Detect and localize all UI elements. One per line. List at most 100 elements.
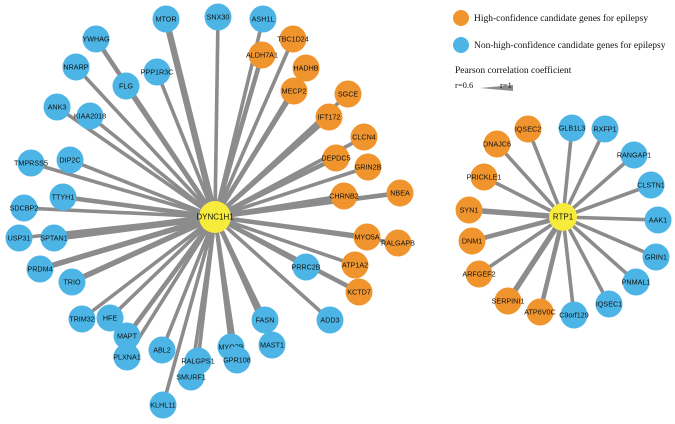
gene-node-klhl11: KLHL11: [149, 391, 177, 419]
gene-node-label: KLHL11: [150, 401, 175, 410]
gene-node-label: PNMAL1: [622, 278, 651, 287]
legend-non-label: Non-high-confidence candidate genes for …: [474, 40, 666, 51]
edge-dync1h1-mecp2: [213, 89, 296, 219]
gene-node-snx30: SNX30: [204, 3, 232, 31]
gene-node-chrnb2: CHRNB2: [329, 182, 359, 210]
edge-dync1h1-sptan1: [53, 213, 216, 242]
gene-node-ralgapb: RALGAPB: [381, 229, 415, 257]
gene-node-clstn1: CLSTN1: [637, 171, 665, 199]
gene-node-label: RANGAP1: [617, 151, 651, 160]
gene-node-label: SMURF1: [176, 373, 206, 382]
gene-node-aak1: AAK1: [644, 206, 672, 234]
gene-node-circle: [68, 305, 96, 333]
gene-node-circle: [82, 25, 110, 53]
edge-dync1h1-hfe: [108, 215, 217, 320]
gene-node-label: DIP2C: [59, 156, 80, 165]
edge-rtp1-dnajc6: [495, 142, 565, 219]
gene-node-label: CHRNB2: [329, 192, 359, 201]
gene-node-mecp2: MECP2: [280, 77, 308, 105]
gene-node-iqsec1: IQSEC1: [595, 290, 623, 318]
gene-node-dnajc6: DNAJC6: [483, 130, 511, 158]
gene-node-circle: [455, 196, 483, 224]
gene-node-label: DEPDC5: [321, 154, 350, 163]
edge-rtp1-dnm1: [471, 214, 564, 244]
hub-node-circle: [199, 201, 231, 233]
edge-rtp1-rxfp1: [561, 128, 607, 218]
edge-dync1h1-ppp1r3c: [155, 71, 217, 218]
gene-node-myo5a: MYO5A: [353, 223, 381, 251]
gene-node-depdc5: DEPDC5: [321, 144, 351, 172]
gene-node-label: MECP2: [282, 87, 307, 96]
gene-node-grin1: GRIN1: [642, 243, 670, 271]
gene-node-glb1l3: GLB1L3: [558, 114, 586, 142]
gene-node-flg: FLG: [112, 72, 140, 100]
gene-node-circle: [96, 304, 124, 332]
gene-node-kctd7: KCTD7: [345, 278, 373, 306]
gene-node-ift172: IFT172: [315, 103, 343, 131]
edge-rtp1-pnmal1: [561, 215, 638, 284]
gene-node-serpini1: SERPINI1: [492, 287, 524, 315]
gene-node-circle: [334, 80, 362, 108]
gene-node-circle: [620, 141, 648, 169]
gene-node-circle: [149, 391, 177, 419]
gene-node-mast1: MAST1: [258, 331, 286, 359]
gene-node-circle: [279, 25, 307, 53]
gene-node-circle: [258, 331, 286, 359]
edge-rtp1-c9orf129: [561, 216, 576, 316]
gene-node-clcn4: CLCN4: [350, 123, 378, 151]
gene-node-circle: [148, 336, 176, 364]
gene-node-label: TBC1D24: [277, 35, 309, 44]
gene-node-circle: [26, 255, 54, 283]
gene-node-circle: [350, 123, 378, 151]
gene-node-label: ANK3: [48, 103, 67, 112]
hub-node-circle: [549, 203, 577, 231]
gene-node-circle: [76, 102, 104, 130]
gene-node-prrc2b: PRRC2B: [291, 253, 321, 281]
gene-node-mapt: MAPT: [113, 322, 141, 350]
gene-node-label: YWHAG: [82, 35, 110, 44]
gene-node-label: ARFGEF2: [462, 270, 495, 279]
gene-node-label: ATP6V0C: [524, 308, 555, 317]
gene-node-label: ALDH7A1: [246, 51, 278, 60]
gene-node-circle: [330, 182, 358, 210]
gene-node-label: DNAJC6: [483, 140, 511, 149]
gene-node-gpr108: GPR108: [223, 346, 251, 374]
edge-dync1h1-grin2b: [214, 165, 369, 219]
gene-node-circle: [152, 5, 180, 33]
gene-node-label: SNX30: [207, 13, 230, 22]
hub-node-label: DYNC1H1: [196, 213, 234, 222]
gene-node-circle: [622, 268, 650, 296]
hub-node-dync1h1: DYNC1H1: [196, 201, 234, 233]
gene-node-label: SYN1: [460, 206, 479, 215]
gene-node-label: RALGAPB: [381, 239, 415, 248]
edge-dync1h1-flg: [124, 84, 217, 219]
gene-node-label: GPR108: [223, 356, 251, 365]
gene-node-label: GRIN1: [645, 253, 667, 262]
edge-dync1h1-mtor: [162, 18, 219, 218]
gene-node-sptan1: SPTAN1: [40, 224, 68, 252]
edge-dync1h1-abl2: [160, 216, 217, 351]
gene-node-circle: [249, 5, 277, 33]
edge-dync1h1-atp1a2: [214, 215, 356, 267]
edge-dync1h1-tmprss5: [30, 161, 216, 219]
gene-node-trio: TRIO: [58, 268, 86, 296]
gene-node-mtor: MTOR: [152, 5, 180, 33]
gene-node-circle: [483, 130, 511, 158]
gene-node-circle: [494, 287, 522, 315]
edge-dync1h1-ralgps1: [196, 216, 217, 362]
gene-node-circle: [113, 343, 141, 371]
gene-node-label: SGCE: [338, 90, 359, 99]
gene-node-circle: [644, 206, 672, 234]
gene-node-label: NRARP: [63, 63, 88, 72]
gene-node-rxfp1: RXFP1: [591, 115, 619, 143]
gene-node-label: AAK1: [649, 216, 667, 225]
gene-node-circle: [354, 153, 382, 181]
gene-node-arfgef2: ARFGEF2: [462, 260, 496, 288]
gene-node-circle: [558, 114, 586, 142]
gene-node-trim32: TRIM32: [68, 305, 96, 333]
legend-high-swatch: [453, 10, 469, 26]
gene-node-circle: [315, 103, 343, 131]
gene-node-circle: [341, 251, 369, 279]
gene-node-usp31: USP31: [5, 224, 33, 252]
